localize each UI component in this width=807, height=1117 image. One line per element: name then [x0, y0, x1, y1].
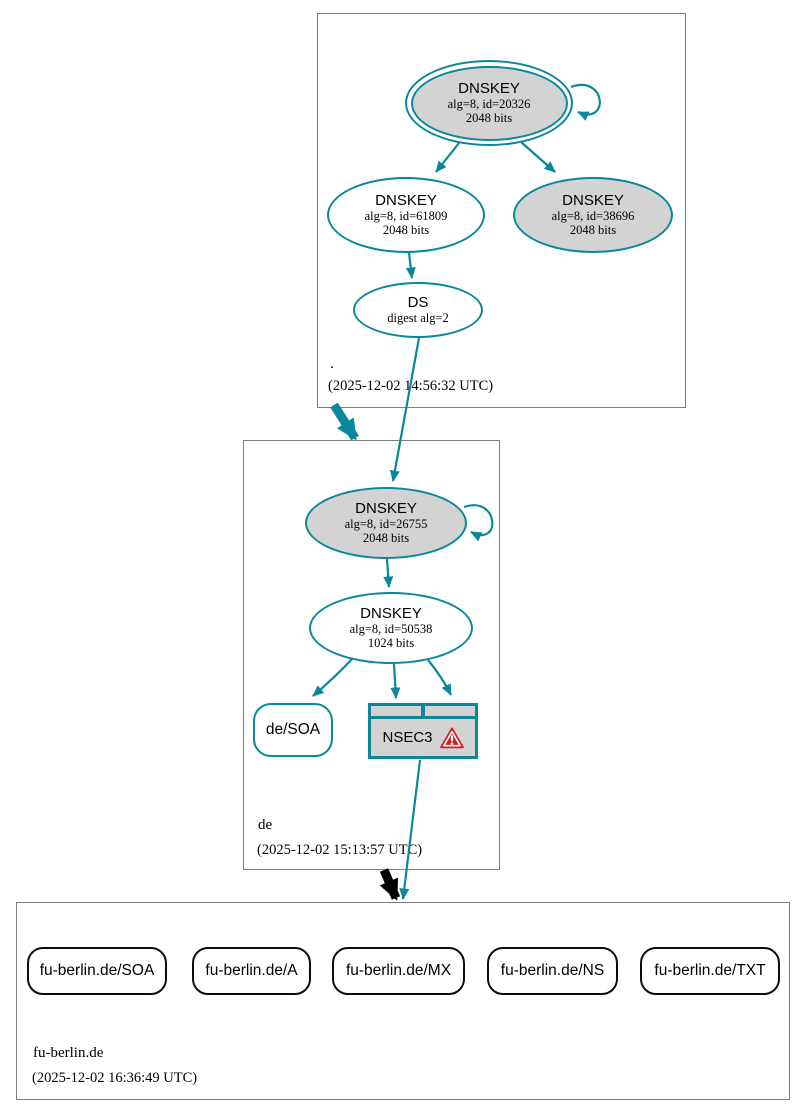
- node-bits: 2048 bits: [465, 110, 513, 125]
- warning-icon: [439, 727, 464, 748]
- node-alg-id: alg=8, id=50538: [349, 621, 433, 636]
- dnskey-ksk-de-node[interactable]: DNSKEY alg=8, id=26755 2048 bits: [305, 487, 467, 559]
- node-digest: digest alg=2: [387, 310, 449, 325]
- rrset-label: fu-berlin.de/MX: [345, 962, 452, 979]
- ds-node[interactable]: DS digest alg=2: [353, 282, 483, 338]
- nsec3-node[interactable]: NSEC3: [368, 703, 478, 759]
- rrset-fu-berlin-de-txt[interactable]: fu-berlin.de/TXT: [640, 947, 780, 995]
- rrset-label: fu-berlin.de/NS: [500, 962, 605, 979]
- rrset-fu-berlin-de-ns[interactable]: fu-berlin.de/NS: [487, 947, 618, 995]
- node-alg-id: alg=8, id=38696: [551, 208, 635, 223]
- rrset-label: fu-berlin.de/SOA: [39, 962, 155, 979]
- node-type-label: DNSKEY: [355, 500, 417, 517]
- rrset-label: fu-berlin.de/A: [205, 962, 298, 979]
- dnskey-zsk-de-node[interactable]: DNSKEY alg=8, id=50538 1024 bits: [309, 592, 473, 664]
- nsec3-cell-right: [425, 706, 475, 716]
- node-bits: 2048 bits: [362, 530, 410, 545]
- zone-box-de: [243, 440, 500, 870]
- zone-timestamp-root: (2025-12-02 14:56:32 UTC): [328, 378, 494, 394]
- node-bits: 2048 bits: [569, 222, 617, 237]
- node-type-label: DNSKEY: [458, 80, 520, 97]
- zone-timestamp-fu-berlin-de: (2025-12-02 16:36:49 UTC): [32, 1070, 198, 1086]
- rrset-de-soa[interactable]: de/SOA: [253, 703, 333, 757]
- nsec3-cell-left: [371, 706, 421, 716]
- rrset-fu-berlin-de-mx[interactable]: fu-berlin.de/MX: [332, 947, 465, 995]
- node-alg-id: alg=8, id=26755: [344, 516, 428, 531]
- zone-box-root: [317, 13, 686, 408]
- node-type-label: DNSKEY: [375, 192, 437, 209]
- dnskey-ksk-root-node[interactable]: DNSKEY alg=8, id=20326 2048 bits: [405, 60, 573, 146]
- rrset-fu-berlin-de-soa[interactable]: fu-berlin.de/SOA: [27, 947, 167, 995]
- nsec3-label: NSEC3: [382, 729, 433, 746]
- zone-timestamp-de: (2025-12-02 15:13:57 UTC): [257, 842, 423, 858]
- zone-box-fu-berlin-de: [16, 902, 790, 1100]
- node-bits: 1024 bits: [367, 635, 415, 650]
- node-bits: 2048 bits: [382, 222, 430, 237]
- node-type-label: DS: [407, 294, 429, 312]
- zone-label-fu-berlin-de: fu-berlin.de: [33, 1045, 104, 1061]
- rrset-fu-berlin-de-a[interactable]: fu-berlin.de/A: [192, 947, 311, 995]
- node-alg-id: alg=8, id=20326: [447, 96, 531, 111]
- node-type-label: DNSKEY: [562, 192, 624, 209]
- zone-label-de: de: [258, 817, 273, 833]
- rrset-label: de/SOA: [265, 721, 321, 738]
- node-type-label: DNSKEY: [360, 605, 422, 622]
- dnskey-zsk-root-node[interactable]: DNSKEY alg=8, id=61809 2048 bits: [327, 177, 485, 253]
- node-alg-id: alg=8, id=61809: [364, 208, 448, 223]
- dnskey-38696-root-node[interactable]: DNSKEY alg=8, id=38696 2048 bits: [513, 177, 673, 253]
- nsec3-header-cells: [371, 706, 475, 716]
- rrset-label: fu-berlin.de/TXT: [654, 962, 766, 979]
- zone-label-root: .: [330, 356, 334, 372]
